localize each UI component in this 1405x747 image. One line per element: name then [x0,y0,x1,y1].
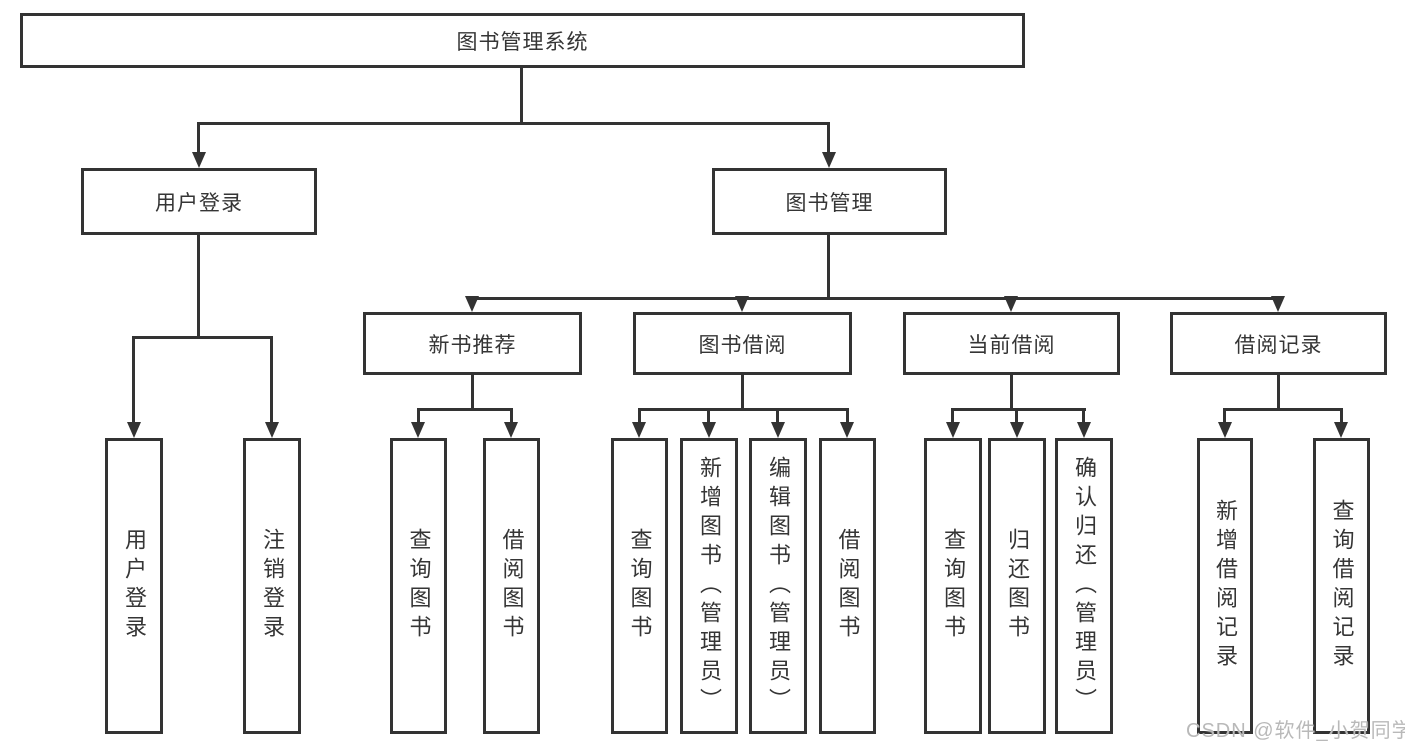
arrowhead-current-leaf3-icon [1077,422,1091,438]
connector-login-stem [197,235,200,339]
leaf-newbook-query: 查询图书 [390,438,447,734]
arrowhead-login-leaf2-icon [265,422,279,438]
leaf-logout: 注销登录 [243,438,301,734]
leaf-borrow-book-label: 借阅图书 [835,528,861,644]
node-current-borrowing-label: 当前借阅 [967,333,1056,357]
node-book-management-label: 图书管理 [785,191,874,215]
leaf-newbook-borrow: 借阅图书 [483,438,540,734]
connector-newbook-rail [417,408,513,411]
node-borrowing-records-label: 借阅记录 [1234,333,1323,357]
leaf-borrow-add-admin-label: 新增图书（管理员） [697,455,722,717]
connector-newbook-stem [471,375,474,411]
node-new-book-recommend-label: 新书推荐 [428,333,517,357]
connector-login-leaf1-shaft [132,336,135,424]
leaf-borrow-query: 查询图书 [611,438,668,734]
connector-current-leaf1-shaft [951,408,954,424]
arrowhead-login-leaf1-icon [127,422,141,438]
connector-record-stem [1277,375,1280,411]
connector-login-rail [132,336,273,339]
node-book-borrowing-label: 图书借阅 [698,333,787,357]
connector-borrow-leaf2-shaft [707,408,710,424]
node-book-management: 图书管理 [712,168,947,235]
arrowhead-borrow-leaf1-icon [632,422,646,438]
arrowhead-newbook-leaf1-icon [411,422,425,438]
connector-record-leaf2-shaft [1340,408,1343,424]
arrowhead-record-leaf2-icon [1334,422,1348,438]
arrowhead-current-leaf2-icon [1010,422,1024,438]
connector-borrow-leaf3-shaft [776,408,779,424]
csdn-watermark: CSDN @软件_小贺同学 [1186,720,1405,742]
arrowhead-borrow-leaf2-icon [702,422,716,438]
node-root-label: 图书管理系统 [456,30,589,54]
connector-current-leaf3-shaft [1082,408,1085,424]
arrowhead-record-leaf1-icon [1218,422,1232,438]
leaf-borrow-edit-admin-label: 编辑图书（管理员） [766,455,791,717]
leaf-borrow-query-label: 查询图书 [627,528,653,644]
leaf-current-query: 查询图书 [924,438,982,734]
leaf-borrow-edit-admin: 编辑图书（管理员） [749,438,807,734]
connector-mgmt-rail [471,297,1280,300]
leaf-record-query: 查询借阅记录 [1313,438,1370,734]
connector-borrow-stem [741,375,744,411]
leaf-record-query-label: 查询借阅记录 [1329,499,1355,673]
arrowhead-book-mgmt-icon [822,152,836,168]
arrowhead-current-leaf1-icon [946,422,960,438]
leaf-return-book-label: 归还图书 [1005,528,1030,644]
connector-newbook-leaf1-shaft [417,408,420,424]
node-user-login-label: 用户登录 [155,191,243,215]
leaf-newbook-query-label: 查询图书 [406,528,432,644]
connector-root-stem [520,68,523,125]
connector-borrow-rail [638,408,849,411]
leaf-user-login-label: 用户登录 [122,528,147,644]
connector-borrow-leaf4-shaft [846,408,849,424]
connector-current-stem [1010,375,1013,411]
connector-current-rail [951,408,1086,411]
connector-record-rail [1223,408,1343,411]
arrowhead-user-login-icon [192,152,206,168]
connector-newbook-leaf2-shaft [510,408,513,424]
connector-current-leaf2-shaft [1015,408,1018,424]
connector-borrow-leaf1-shaft [638,408,641,424]
connector-mgmt-stem [827,235,830,300]
node-new-book-recommend: 新书推荐 [363,312,582,375]
node-user-login: 用户登录 [81,168,317,235]
arrowhead-borrow-leaf3-icon [771,422,785,438]
node-current-borrowing: 当前借阅 [903,312,1120,375]
arrowhead-new-book-icon [465,296,479,312]
connector-root-rail [197,122,830,125]
leaf-logout-label: 注销登录 [260,528,285,644]
arrowhead-borrow-record-icon [1271,296,1285,312]
leaf-newbook-borrow-label: 借阅图书 [499,528,525,644]
leaf-borrow-book: 借阅图书 [819,438,876,734]
connector-book-mgmt-shaft [827,122,830,154]
node-borrowing-records: 借阅记录 [1170,312,1387,375]
connector-record-leaf1-shaft [1223,408,1226,424]
connector-login-leaf2-shaft [270,336,273,424]
leaf-current-query-label: 查询图书 [941,528,966,644]
leaf-return-book: 归还图书 [988,438,1046,734]
leaf-user-login: 用户登录 [105,438,163,734]
arrowhead-book-borrow-icon [735,296,749,312]
node-book-borrowing: 图书借阅 [633,312,852,375]
leaf-confirm-return-admin: 确认归还（管理员） [1055,438,1113,734]
leaf-confirm-return-admin-label: 确认归还（管理员） [1072,455,1097,717]
node-root: 图书管理系统 [20,13,1025,68]
arrowhead-newbook-leaf2-icon [504,422,518,438]
arrowhead-current-borrow-icon [1004,296,1018,312]
connector-user-login-shaft [197,122,200,154]
arrowhead-borrow-leaf4-icon [840,422,854,438]
leaf-record-add-label: 新增借阅记录 [1213,499,1238,673]
leaf-borrow-add-admin: 新增图书（管理员） [680,438,738,734]
leaf-record-add: 新增借阅记录 [1197,438,1253,734]
